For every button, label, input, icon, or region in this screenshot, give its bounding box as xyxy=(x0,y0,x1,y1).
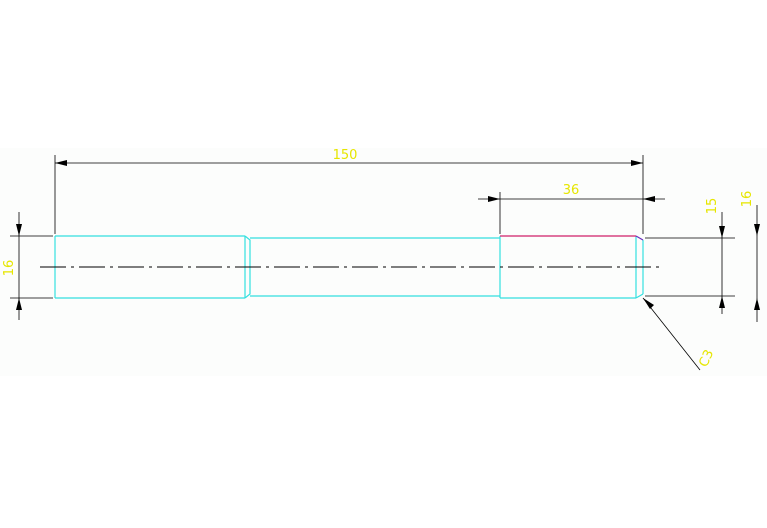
arrow-right-150 xyxy=(631,160,643,166)
chamfer-bottom xyxy=(635,293,644,299)
chamfer-leader: C3 xyxy=(642,297,717,371)
chamfer-top xyxy=(635,235,644,241)
arrow-left-36 xyxy=(488,196,500,202)
drawing-area xyxy=(0,148,767,376)
dimension-text-chamfer: C3 xyxy=(696,347,717,369)
arrow-top-16-right xyxy=(754,224,760,236)
arrow-top-15 xyxy=(719,226,725,238)
arrow-bottom-16-left xyxy=(16,298,22,310)
dimension-16-right: 16 xyxy=(740,191,760,322)
arrow-right-36 xyxy=(643,196,655,202)
dimension-36: 36 xyxy=(478,183,665,202)
dimension-text-16-right: 16 xyxy=(740,191,755,208)
dimension-16-left: 16 xyxy=(2,212,22,320)
arrow-bottom-16-right xyxy=(754,298,760,310)
dimension-150: 150 xyxy=(55,148,643,166)
arrow-left-150 xyxy=(55,160,67,166)
arrow-bottom-15 xyxy=(719,296,725,308)
dimension-text-16-left: 16 xyxy=(2,260,17,277)
dimension-text-15: 15 xyxy=(705,198,720,215)
extension-lines xyxy=(10,155,735,299)
dimension-15-right: 15 xyxy=(705,198,725,314)
arrow-chamfer xyxy=(643,298,654,309)
dimension-text-36: 36 xyxy=(563,183,580,198)
dimension-text-150: 150 xyxy=(333,148,358,163)
arrow-top-16-left xyxy=(16,224,22,236)
